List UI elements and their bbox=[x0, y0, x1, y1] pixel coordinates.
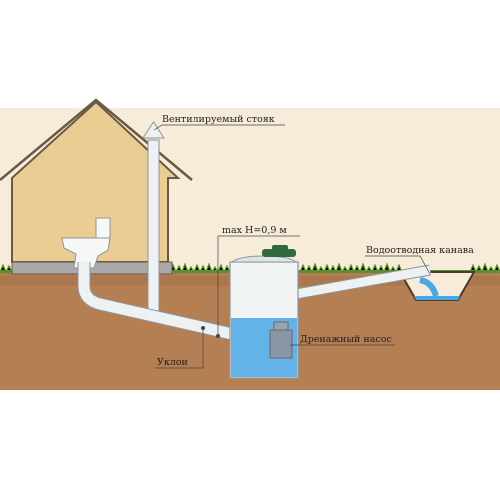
max-height-dot bbox=[216, 334, 220, 338]
leader-ditch bbox=[365, 255, 431, 275]
vent-riser-label: Вентилируемый стояк bbox=[162, 114, 275, 125]
tank-lid-top bbox=[272, 245, 288, 250]
vent-pipe bbox=[147, 139, 160, 317]
toilet-tank bbox=[95, 217, 111, 241]
drainage-ditch bbox=[398, 271, 476, 301]
septic-tank bbox=[229, 245, 299, 379]
max-height-label: max H=0,9 м bbox=[222, 225, 287, 236]
leader-vent bbox=[153, 124, 285, 131]
tank-lid bbox=[262, 249, 296, 257]
outflow-stream bbox=[419, 277, 439, 297]
roof-left-edge bbox=[0, 98, 193, 181]
drain-pump-icon bbox=[269, 329, 293, 359]
pump-motor bbox=[273, 321, 289, 331]
drainage-ditch-label: Водоотводная канава bbox=[366, 245, 474, 256]
toilet bbox=[61, 217, 111, 269]
ditch-water bbox=[414, 296, 460, 300]
slope-marker-dot bbox=[201, 326, 205, 330]
toilet-bowl bbox=[61, 237, 111, 269]
leader-slope bbox=[155, 328, 204, 369]
sewer-pipe-inner bbox=[78, 262, 234, 340]
leader-lines bbox=[153, 124, 431, 369]
slope-label: Уклон bbox=[157, 357, 188, 368]
vent-cap-icon bbox=[142, 121, 165, 139]
drain-pump-label: Дренажный насос bbox=[300, 334, 392, 345]
